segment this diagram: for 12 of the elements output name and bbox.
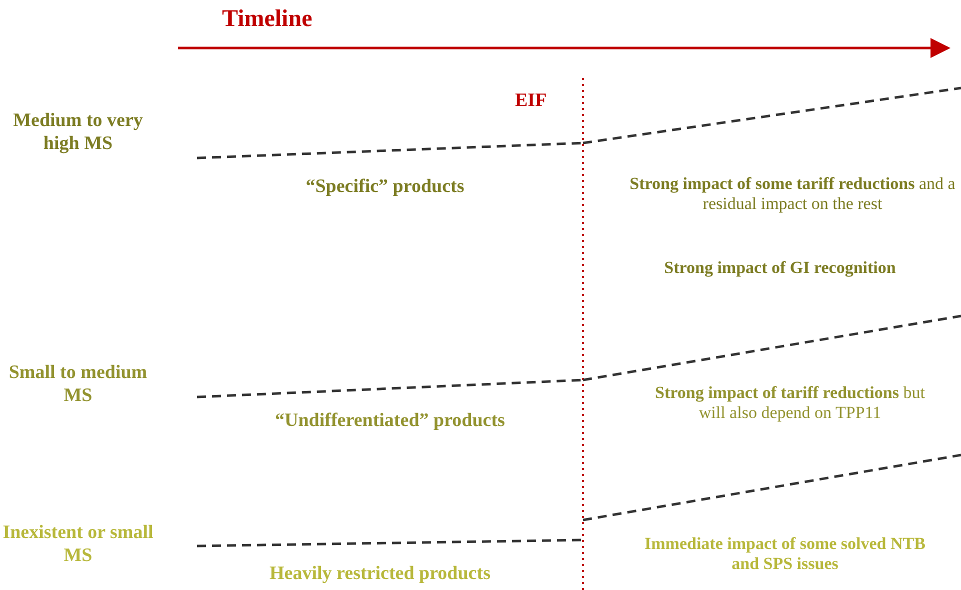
row-label: Small to medium MS (8, 362, 148, 408)
impact-note: Immediate impact of some solved NTB and SPS issues (644, 534, 926, 575)
product-label: “Undifferentiated” products (274, 410, 506, 433)
impact-note: Strong impact of some tariff reductions and a residual impact on the rest (628, 174, 956, 215)
row-label: Medium to very high MS (12, 110, 144, 156)
marker-label: EIF (515, 90, 548, 113)
impact-note: Strong impact of tariff reductions but will also depend on TPP11 (655, 383, 925, 424)
axis-title: Timeline (222, 5, 314, 34)
impact-note: Strong impact of GI recognition (663, 258, 897, 278)
product-label: Heavily restricted products (268, 563, 492, 586)
product-label: “Specific” products (304, 176, 466, 199)
row-label: Inexistent or small MS (2, 522, 154, 568)
